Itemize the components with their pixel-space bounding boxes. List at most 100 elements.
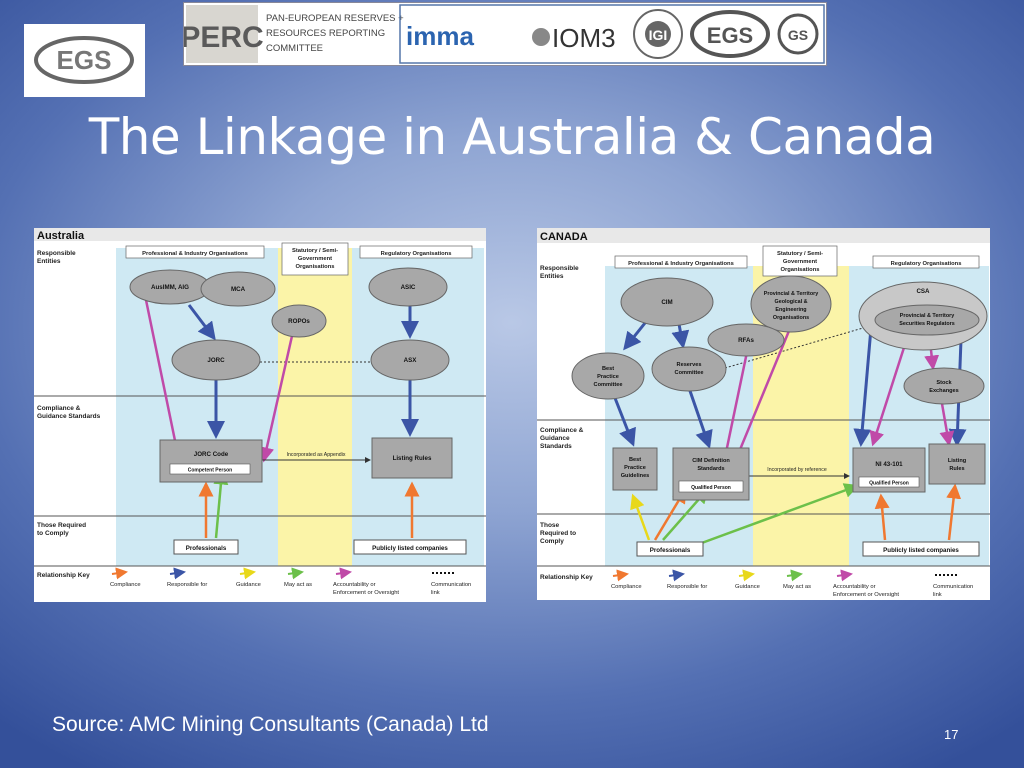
ca-node-best-practice-committee: Best <box>602 366 614 372</box>
imma-logo: imma <box>406 21 474 51</box>
au-key-guidance: Guidance <box>236 582 261 588</box>
svg-text:to Comply: to Comply <box>37 530 69 537</box>
svg-text:imma: imma <box>406 21 474 51</box>
svg-text:IGI: IGI <box>649 27 668 43</box>
ca-node-best-practice-guidelines: Best <box>629 457 641 463</box>
au-arrow-ropos-code <box>259 335 294 463</box>
ca-row-key: Relationship Key <box>540 574 593 581</box>
ca-header-statutory: Statutory / Semi- <box>777 251 823 257</box>
svg-text:Exchanges: Exchanges <box>929 388 959 394</box>
ca-node-cim: CIM <box>661 299 672 306</box>
ca-node-listing-rules: Listing <box>948 458 967 464</box>
svg-text:Enforcement or Oversight: Enforcement or Oversight <box>333 590 399 596</box>
ca-node-qualified-person-2: Qualified Person <box>869 481 909 487</box>
svg-text:Geological &: Geological & <box>775 299 808 305</box>
slide-title: The Linkage in Australia & Canada <box>88 108 936 166</box>
ca-node-public-cos: Publicly listed companies <box>883 547 959 554</box>
perc-logo: PERC PAN-EUROPEAN RESERVES + RESOURCES R… <box>180 5 404 63</box>
australia-diagram: Australia Responsible Entities Complianc… <box>34 228 486 602</box>
au-node-ausimm: AusIMM, AIG <box>151 284 189 291</box>
egs2-logo: EGS <box>690 10 770 58</box>
svg-text:Organisations: Organisations <box>773 315 809 321</box>
au-arrow-ausimm-person <box>144 299 184 463</box>
svg-text:Securities Regulators: Securities Regulators <box>899 321 954 327</box>
au-key-accountability: Accountability or <box>333 582 376 588</box>
svg-text:Required to: Required to <box>540 530 576 537</box>
au-row-required: Those Required <box>37 522 86 529</box>
ca-node-stock-exchanges: Stock <box>936 380 952 386</box>
svg-text:Committee: Committee <box>594 382 623 388</box>
au-node-mca: MCA <box>231 286 246 293</box>
partner-logos-strip: PERC PAN-EUROPEAN RESERVES + RESOURCES R… <box>180 2 827 66</box>
svg-text:Guidelines: Guidelines <box>621 473 650 479</box>
au-header-regulatory: Regulatory Organisations <box>381 251 452 257</box>
ca-key-may-act: May act as <box>783 584 811 590</box>
ca-node-provincial-geo: Provincial & Territory <box>764 291 818 297</box>
ca-header-professional: Professional & Industry Organisations <box>628 261 734 267</box>
egs-logo: EGS <box>24 24 145 97</box>
svg-text:Engineering: Engineering <box>775 307 806 313</box>
svg-text:EGS: EGS <box>707 23 753 48</box>
au-title: Australia <box>37 230 85 242</box>
svg-text:IOM3: IOM3 <box>552 23 616 53</box>
svg-text:Enforcement or Oversight: Enforcement or Oversight <box>833 592 899 598</box>
canada-diagram: CANADA Responsible Entities Compliance &… <box>537 228 990 600</box>
svg-text:Comply: Comply <box>540 538 564 545</box>
igi-logo: IGI <box>633 9 683 59</box>
au-row-key: Relationship Key <box>37 572 90 579</box>
ca-node-cim-standards: CIM Definition <box>692 458 730 464</box>
svg-text:RESOURCES REPORTING: RESOURCES REPORTING <box>266 28 385 39</box>
au-row-responsible: Responsible <box>37 250 76 257</box>
ca-title: CANADA <box>540 231 588 243</box>
ca-node-ni43: NI 43-101 <box>875 461 903 468</box>
au-header-statutory: Statutory / Semi- <box>292 248 338 254</box>
iom3-logo: IOM3 <box>532 23 616 53</box>
ca-row-required: Those <box>540 522 560 529</box>
source-caption: Source: AMC Mining Consultants (Canada) … <box>52 713 489 736</box>
au-key-responsible: Responsible for <box>167 582 207 588</box>
au-incorporated-label: Incorporated as Appendix <box>287 452 346 458</box>
svg-text:Entities: Entities <box>540 273 564 280</box>
svg-text:Rules: Rules <box>949 466 964 472</box>
au-node-professionals: Professionals <box>186 545 227 552</box>
page-number: 17 <box>944 727 959 742</box>
svg-text:Government: Government <box>298 256 332 262</box>
svg-text:Organisations: Organisations <box>296 264 335 270</box>
au-header-professional: Professional & Industry Organisations <box>142 251 248 257</box>
svg-text:GS: GS <box>788 27 808 43</box>
ca-key-communication: Communication <box>933 584 973 590</box>
au-node-competent-person: Competent Person <box>188 468 232 474</box>
au-node-listing-rules: Listing Rules <box>393 455 432 462</box>
svg-text:Practice: Practice <box>624 465 646 471</box>
ca-row-compliance: Compliance & <box>540 427 584 434</box>
svg-text:Standards: Standards <box>540 443 572 450</box>
au-node-jorc-code: JORC Code <box>194 451 229 458</box>
ca-row-responsible: Responsible <box>540 265 579 272</box>
ca-node-rfas: RFAs <box>738 337 754 344</box>
ca-key-responsible: Responsible for <box>667 584 707 590</box>
ca-node-qualified-person: Qualified Person <box>691 485 731 491</box>
ca-key-compliance: Compliance <box>611 584 642 590</box>
au-node-asic: ASIC <box>401 284 416 291</box>
au-arrow-ausimm-jorc <box>187 304 216 341</box>
svg-text:Organisations: Organisations <box>781 267 820 273</box>
svg-text:Guidance Standards: Guidance Standards <box>37 413 101 420</box>
ca-incorporated-label: Incorporated by reference <box>767 467 827 473</box>
ca-node-provincial-sec: Provincial & Territory <box>900 313 954 319</box>
svg-text:Government: Government <box>783 259 817 265</box>
au-node-ropos: ROPOs <box>288 318 310 325</box>
au-key-compliance: Compliance <box>110 582 141 588</box>
ca-key-accountability: Accountability or <box>833 584 876 590</box>
ca-header-regulatory: Regulatory Organisations <box>891 261 962 267</box>
svg-text:COMMITTEE: COMMITTEE <box>266 43 323 54</box>
svg-text:Practice: Practice <box>597 374 619 380</box>
svg-text:PERC: PERC <box>184 21 264 54</box>
svg-text:link: link <box>431 590 440 596</box>
svg-text:EGS: EGS <box>57 45 112 75</box>
au-node-jorc: JORC <box>207 357 225 364</box>
ca-node-professionals: Professionals <box>650 547 691 554</box>
gs-logo: GS <box>777 13 819 55</box>
svg-text:Entities: Entities <box>37 258 61 265</box>
au-node-asx: ASX <box>404 357 418 364</box>
au-row-compliance: Compliance & <box>37 405 81 412</box>
